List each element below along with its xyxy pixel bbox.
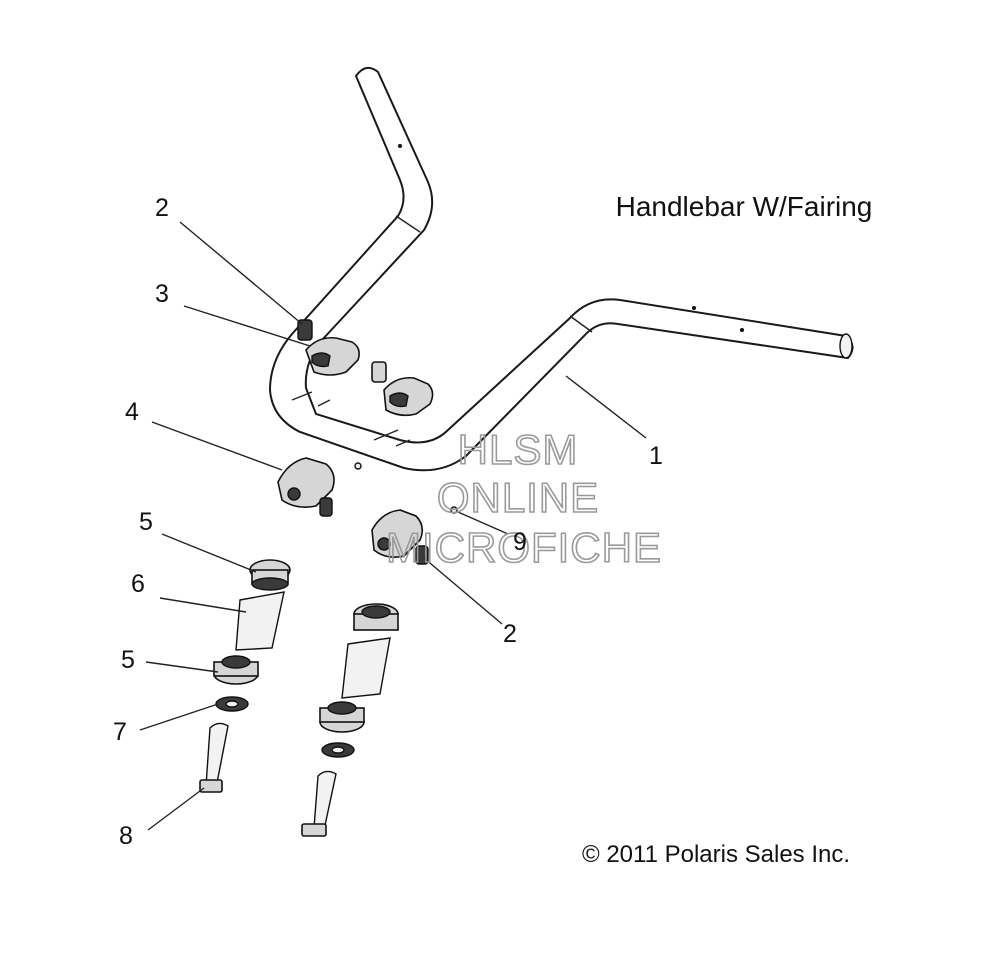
callout-2-bottom: 2: [503, 620, 517, 648]
watermark-line-3: MICROFICHE: [386, 524, 662, 571]
callout-4: 4: [125, 398, 139, 426]
callout-1: 1: [649, 442, 663, 470]
handlebar: [268, 66, 854, 472]
callout-5-bottom: 5: [121, 646, 135, 674]
callouts: 2 3 4 5 6 5 7 8 1 9 2: [113, 194, 663, 850]
lower-clamp-right: [371, 506, 458, 565]
upper-clamp-left: [305, 336, 360, 376]
copyright-notice: © 2011 Polaris Sales Inc.: [582, 841, 850, 868]
spacer-left: [235, 591, 285, 651]
lower-clamp-left: [277, 457, 362, 517]
callout-2-top: 2: [155, 194, 169, 222]
handlebar-end: [839, 333, 853, 359]
leader-lines: [139, 221, 647, 831]
watermark: HLSM ONLINE MICROFICHE: [385, 425, 662, 572]
callout-7: 7: [113, 718, 127, 746]
riser-stack-left: [199, 559, 291, 793]
handlebar-tube: [268, 66, 854, 472]
watermark-line-1: HLSM: [458, 426, 579, 473]
upper-clamp-right: [383, 376, 434, 417]
riser-stack-right: [301, 603, 399, 837]
watermark-line-2: ONLINE: [437, 474, 599, 521]
callout-6: 6: [131, 570, 145, 598]
callout-5-top: 5: [139, 508, 153, 536]
bolt-left: [205, 722, 229, 789]
callout-9: 9: [513, 528, 527, 556]
bolt-top-left: [297, 319, 313, 341]
diagram-title: Handlebar W/Fairing: [616, 191, 873, 222]
bolt-top-middle: [371, 361, 387, 383]
callout-8: 8: [119, 822, 133, 850]
callout-3: 3: [155, 280, 169, 308]
